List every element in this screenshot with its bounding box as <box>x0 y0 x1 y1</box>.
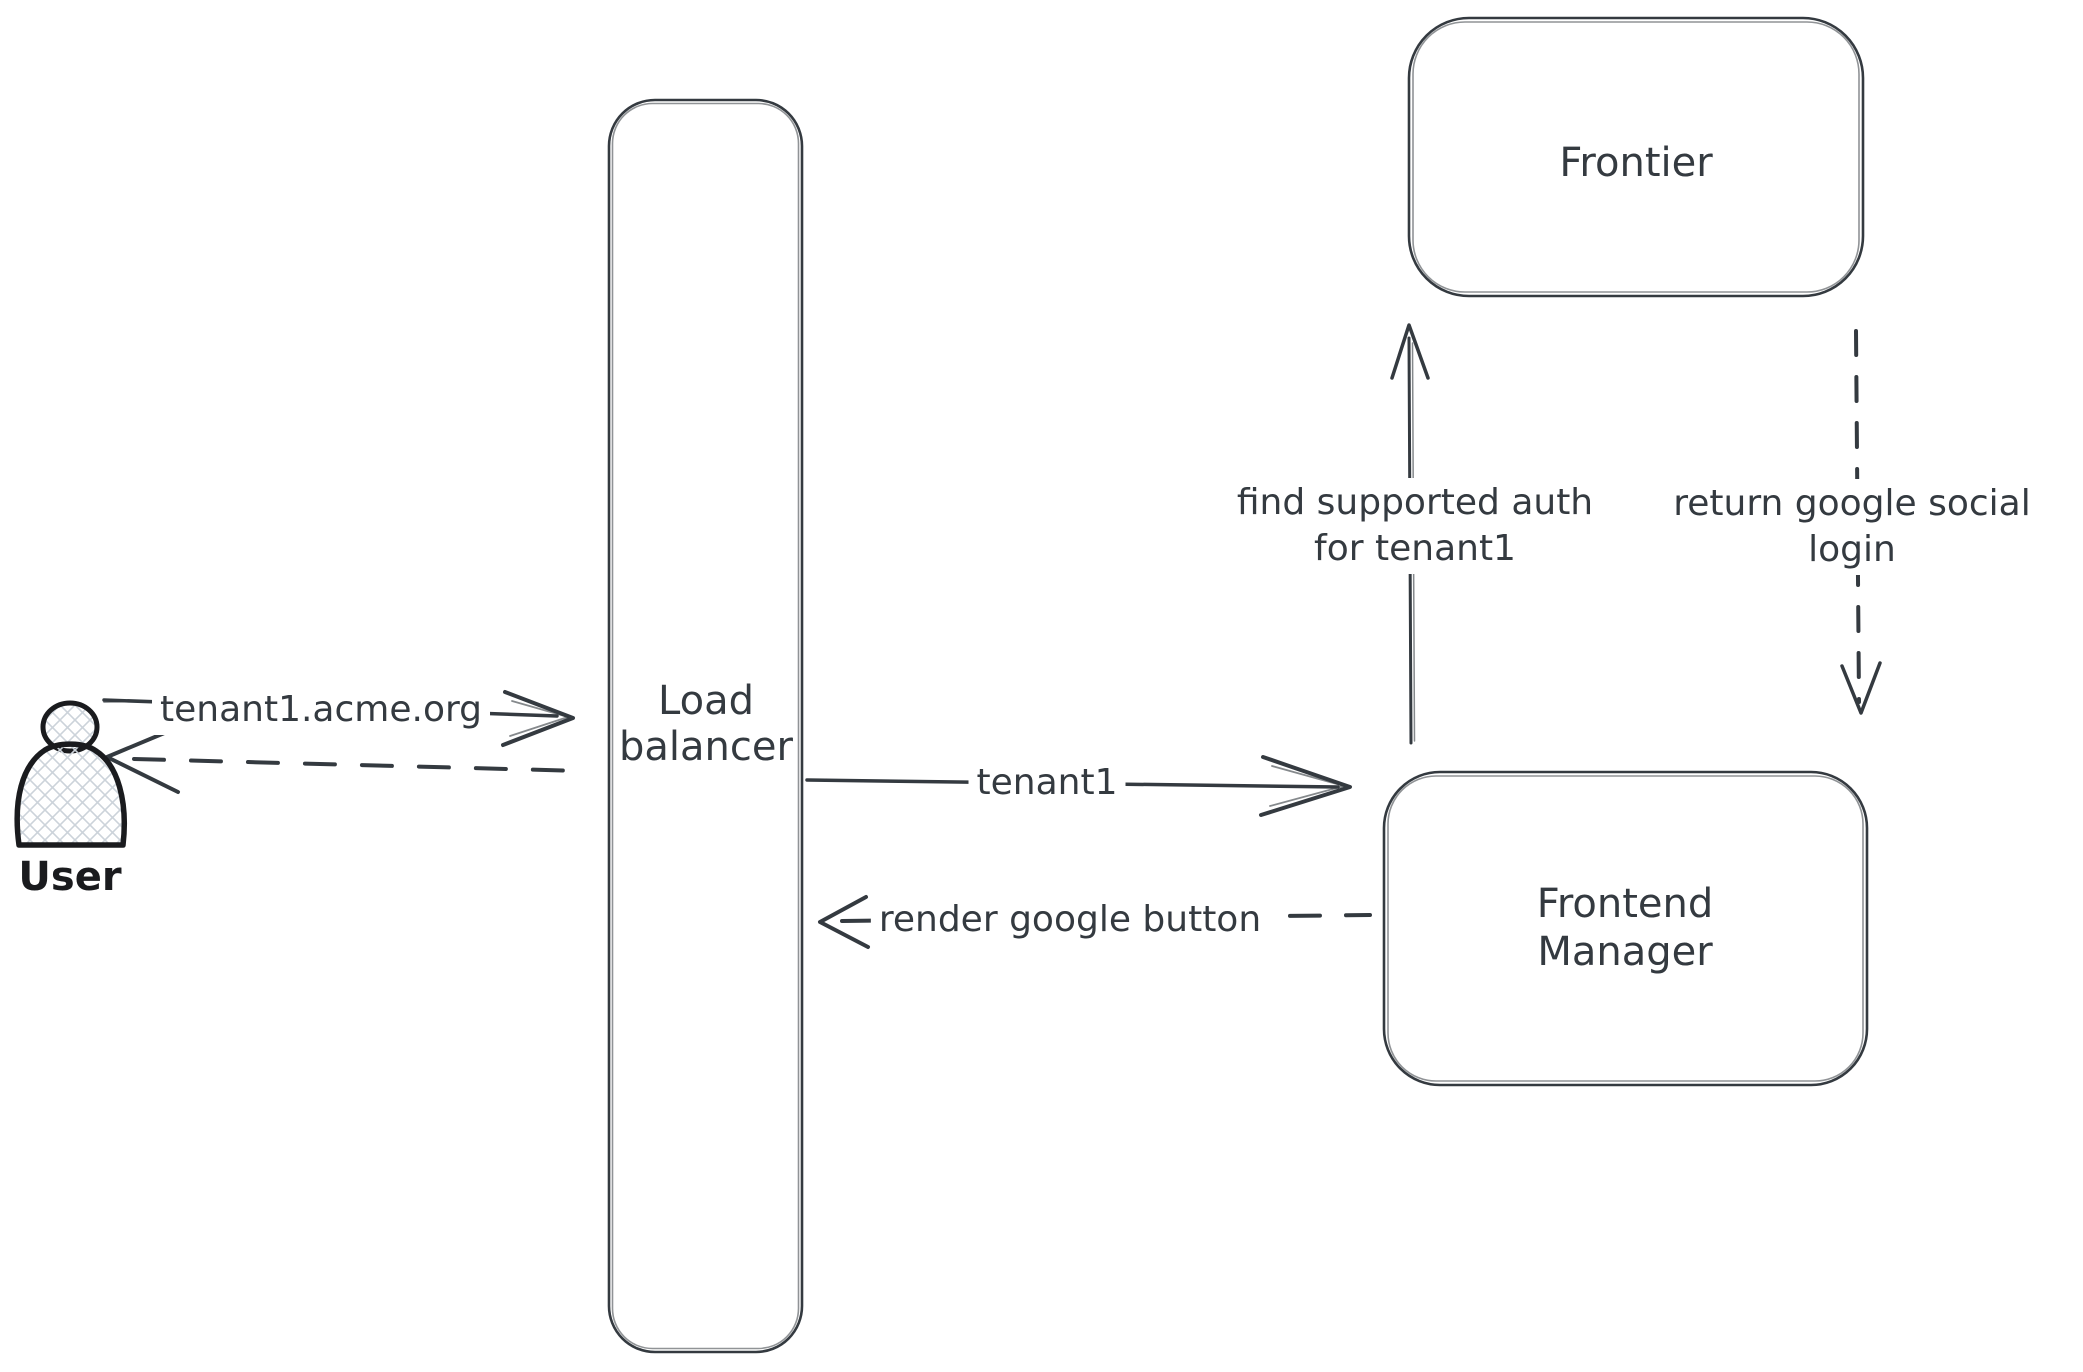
message-find-supported-auth-line2: for tenant1 <box>1314 528 1516 569</box>
frontend-manager-label-line1: Frontend <box>1536 881 1714 927</box>
frontend-manager-label-line2: Manager <box>1537 929 1713 975</box>
person-icon <box>14 700 128 848</box>
user-label: User <box>18 854 122 900</box>
frontend-manager-node <box>1382 770 1869 1087</box>
message-tenant1: tenant1 <box>968 758 1126 808</box>
frontend-manager-label: Frontend Manager <box>1537 880 1714 976</box>
load-balancer-label-line1: Load <box>658 678 754 724</box>
message-return-google-social-login: return google social login <box>1665 479 2039 575</box>
load-balancer-node <box>607 98 804 1354</box>
load-balancer-label: Load balancer <box>619 678 793 770</box>
message-find-supported-auth-line1: find supported auth <box>1236 482 1594 523</box>
frontier-label: Frontier <box>1559 140 1713 186</box>
arrow-frontendmanager-to-loadbalancer <box>818 895 1372 949</box>
message-tenant1-acme-org: tenant1.acme.org <box>152 685 490 735</box>
message-find-supported-auth: find supported auth for tenant1 <box>1228 478 1602 574</box>
arrow-loadbalancer-to-user <box>105 727 584 794</box>
message-return-google-social-login-line1: return google social <box>1673 483 2031 524</box>
load-balancer-label-line2: balancer <box>619 724 793 770</box>
frontier-node <box>1407 16 1865 298</box>
message-return-google-social-login-line2: login <box>1808 529 1896 570</box>
message-render-google-button: render google button <box>870 895 1270 945</box>
